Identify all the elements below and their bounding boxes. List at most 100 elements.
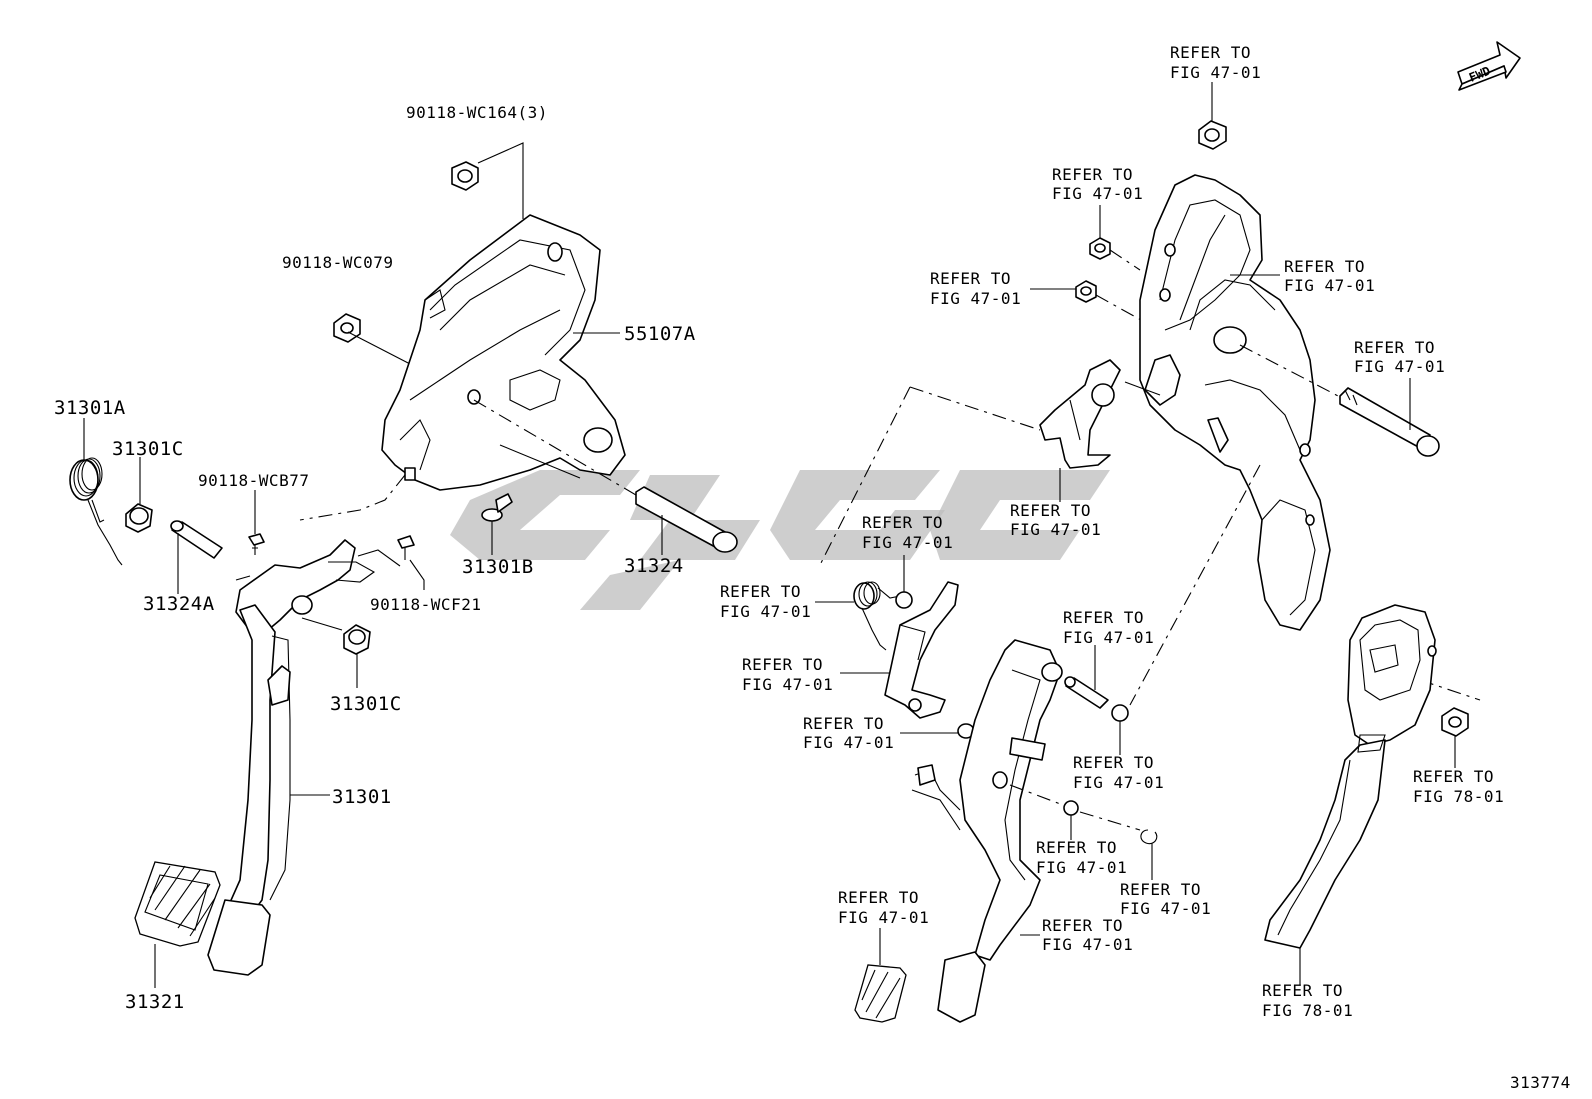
svg-text:FIG 47-01: FIG 47-01 xyxy=(1063,628,1154,647)
svg-text:REFER TO: REFER TO xyxy=(862,513,943,532)
svg-text:FIG 47-01: FIG 47-01 xyxy=(1284,276,1375,295)
label-90118-wcf21: 90118-WCF21 xyxy=(370,595,481,614)
svg-text:FIG 47-01: FIG 47-01 xyxy=(742,675,833,694)
label-31301b: 31301B xyxy=(462,556,534,578)
svg-text:FIG 47-01: FIG 47-01 xyxy=(1073,773,1164,792)
refer-fig-47-01-bushing-small: REFER TO FIG 47-01 xyxy=(862,513,953,552)
refer-fig-47-01-upper-left: REFER TO FIG 47-01 xyxy=(1052,165,1143,203)
diagram-number: 313774 xyxy=(1510,1073,1571,1092)
accelerator-pedal-icon xyxy=(1264,604,1437,949)
switch-bracket-icon xyxy=(1039,359,1121,469)
label-90118-wc079: 90118-WC079 xyxy=(282,253,393,272)
svg-text:FIG 47-01: FIG 47-01 xyxy=(1120,899,1211,918)
svg-text:REFER TO: REFER TO xyxy=(1262,981,1343,1000)
svg-text:FIG 47-01: FIG 47-01 xyxy=(1052,184,1143,203)
svg-text:FIG 78-01: FIG 78-01 xyxy=(1413,787,1504,806)
pedal-pad-right-icon xyxy=(854,964,907,1023)
nut-90118-wc079-icon xyxy=(333,313,361,343)
bolt-90118-wc164-icon xyxy=(451,161,479,191)
svg-text:REFER TO: REFER TO xyxy=(1073,753,1154,772)
label-90118-wcb77: 90118-WCB77 xyxy=(198,471,309,490)
return-spring-31301a-icon xyxy=(69,457,123,566)
refer-fig-47-01-bracket-right: REFER TO FIG 47-01 xyxy=(1284,257,1375,295)
pedal-spring-right-icon xyxy=(853,581,901,651)
svg-text:FIG 47-01: FIG 47-01 xyxy=(1042,935,1133,954)
brake-pedal-31301-icon xyxy=(207,539,376,976)
svg-text:REFER TO: REFER TO xyxy=(838,888,919,907)
collar-31324a-icon xyxy=(170,520,223,559)
svg-text:FIG 47-01: FIG 47-01 xyxy=(803,733,894,752)
clip-90118-wcb77-icon xyxy=(248,533,265,555)
refer-fig-78-01-accelerator: REFER TO FIG 78-01 xyxy=(1262,981,1353,1020)
bushing-31301c-top-icon xyxy=(125,503,153,533)
svg-text:FIG 47-01: FIG 47-01 xyxy=(838,908,929,927)
svg-text:REFER TO: REFER TO xyxy=(1284,257,1365,276)
label-55107a: 55107A xyxy=(624,323,696,345)
refer-fig-47-01-pad: REFER TO FIG 47-01 xyxy=(838,888,929,927)
svg-text:REFER TO: REFER TO xyxy=(1354,338,1435,357)
svg-text:FIG 47-01: FIG 47-01 xyxy=(862,533,953,552)
label-31301c-top: 31301C xyxy=(112,438,184,460)
refer-fig-47-01-middle-left: REFER TO FIG 47-01 xyxy=(930,269,1021,308)
bracket-55107a-icon xyxy=(381,214,626,491)
svg-text:REFER TO: REFER TO xyxy=(1120,880,1201,899)
svg-text:FIG 47-01: FIG 47-01 xyxy=(1170,63,1261,82)
bushing-collar-right-icon xyxy=(1111,704,1129,722)
svg-text:REFER TO: REFER TO xyxy=(1010,501,1091,520)
pedal-pad-31321-icon xyxy=(134,861,221,947)
refer-fig-78-01-nut: REFER TO FIG 78-01 xyxy=(1413,767,1504,806)
svg-text:REFER TO: REFER TO xyxy=(1036,838,1117,857)
label-31324: 31324 xyxy=(624,555,684,577)
clutch-pedal-right-icon xyxy=(911,639,1063,1023)
refer-fig-47-01-pedal-bushing: REFER TO FIG 47-01 xyxy=(1036,838,1127,877)
refer-fig-47-01-switch-bracket: REFER TO FIG 47-01 xyxy=(1010,501,1101,539)
label-31301c-bottom: 31301C xyxy=(330,693,402,715)
svg-text:FIG 47-01: FIG 47-01 xyxy=(1354,357,1445,376)
nut-accelerator-icon xyxy=(1441,707,1469,737)
nut-top-right-icon xyxy=(1198,120,1227,150)
svg-text:FIG 47-01: FIG 47-01 xyxy=(930,289,1021,308)
label-31301: 31301 xyxy=(332,786,392,808)
refer-fig-47-01-stop-lever: REFER TO FIG 47-01 xyxy=(742,655,833,694)
label-31321: 31321 xyxy=(125,991,185,1013)
refer-fig-47-01-bolt-right: REFER TO FIG 47-01 xyxy=(1354,338,1445,376)
label-31301a: 31301A xyxy=(54,397,126,419)
label-31324a: 31324A xyxy=(143,593,215,615)
pin-31301b-icon xyxy=(481,493,513,522)
refer-fig-47-01-clip: REFER TO FIG 47-01 xyxy=(1120,880,1211,918)
svg-text:REFER TO: REFER TO xyxy=(720,582,801,601)
nut-upper-left-icon xyxy=(1089,237,1111,260)
bolt-long-right-icon xyxy=(1339,387,1440,457)
refer-fig-47-01-bushing-lower: REFER TO FIG 47-01 xyxy=(803,714,894,752)
svg-text:FIG 47-01: FIG 47-01 xyxy=(1010,520,1101,539)
svg-text:REFER TO: REFER TO xyxy=(1052,165,1133,184)
bushing-pedal-right-icon xyxy=(1063,800,1079,816)
refer-fig-47-01-collar: REFER TO FIG 47-01 xyxy=(1063,608,1154,647)
stop-lever-icon xyxy=(884,581,959,719)
svg-text:REFER TO: REFER TO xyxy=(1170,43,1251,62)
pedal-bracket-right-icon xyxy=(1139,174,1331,631)
svg-text:REFER TO: REFER TO xyxy=(803,714,884,733)
collar-right-icon xyxy=(1064,676,1109,709)
svg-text:FIG 47-01: FIG 47-01 xyxy=(720,602,811,621)
nut-middle-left-icon xyxy=(1075,280,1097,303)
svg-text:FIG 47-01: FIG 47-01 xyxy=(1036,858,1127,877)
refer-fig-47-01-top: REFER TO FIG 47-01 xyxy=(1170,43,1261,82)
clip-90118-wcf21-icon xyxy=(397,535,415,560)
svg-text:FIG 78-01: FIG 78-01 xyxy=(1262,1001,1353,1020)
svg-text:REFER TO: REFER TO xyxy=(1063,608,1144,627)
label-90118-wc164: 90118-WC164(3) xyxy=(406,103,548,122)
clip-right-icon xyxy=(1140,829,1158,845)
svg-text:REFER TO: REFER TO xyxy=(1042,916,1123,935)
refer-fig-47-01-spring: REFER TO FIG 47-01 xyxy=(720,582,811,621)
refer-fig-47-01-collar-bushing: REFER TO FIG 47-01 xyxy=(1073,753,1164,792)
svg-text:REFER TO: REFER TO xyxy=(1413,767,1494,786)
svg-text:REFER TO: REFER TO xyxy=(742,655,823,674)
bushing-31301c-bottom-icon xyxy=(343,624,371,655)
bushing-small-right-icon xyxy=(895,591,913,609)
fwd-arrow-icon: FWD xyxy=(1457,41,1521,91)
bolt-31324-icon xyxy=(473,399,738,553)
refer-fig-47-01-pedal: REFER TO FIG 47-01 xyxy=(1042,916,1133,954)
svg-text:REFER TO: REFER TO xyxy=(930,269,1011,288)
